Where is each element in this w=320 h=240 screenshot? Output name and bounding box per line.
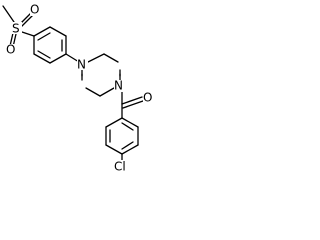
atom-nitrogen-acyl: N bbox=[114, 79, 125, 93]
bond-aryl-piperazine bbox=[65, 53, 80, 63]
atom-oxygen-sulfonyl-bottom: O bbox=[6, 43, 17, 57]
bond-sulfur-oxygen-top-2 bbox=[19, 14, 34, 29]
svg-text:N: N bbox=[114, 79, 123, 93]
bond-sulfur-aryl bbox=[21, 31, 35, 37]
svg-text:O: O bbox=[143, 91, 152, 105]
benzene-ring-upper bbox=[33, 26, 67, 64]
bond-carbonyl-oxygen bbox=[121, 96, 143, 105]
svg-text:O: O bbox=[30, 3, 39, 17]
atom-nitrogen-aryl: N bbox=[77, 58, 88, 72]
svg-text:Cl: Cl bbox=[114, 160, 126, 174]
bond-sulfur-oxygen-bottom bbox=[9, 32, 14, 47]
svg-text:S: S bbox=[12, 22, 20, 36]
bond-methyl-sulfur bbox=[2, 5, 15, 23]
svg-text:O: O bbox=[6, 43, 15, 57]
atom-oxygen-sulfonyl-top: O bbox=[30, 3, 41, 17]
atom-oxygen-carbonyl: O bbox=[143, 91, 154, 105]
bond-carbonyl-oxygen-2 bbox=[122, 100, 144, 109]
chemical-structure-diagram: S O O N N O Cl bbox=[2, 3, 154, 174]
svg-text:N: N bbox=[77, 58, 86, 72]
benzene-ring-lower bbox=[105, 117, 139, 155]
atom-chlorine: Cl bbox=[114, 160, 132, 174]
atom-sulfur: S bbox=[12, 22, 22, 36]
